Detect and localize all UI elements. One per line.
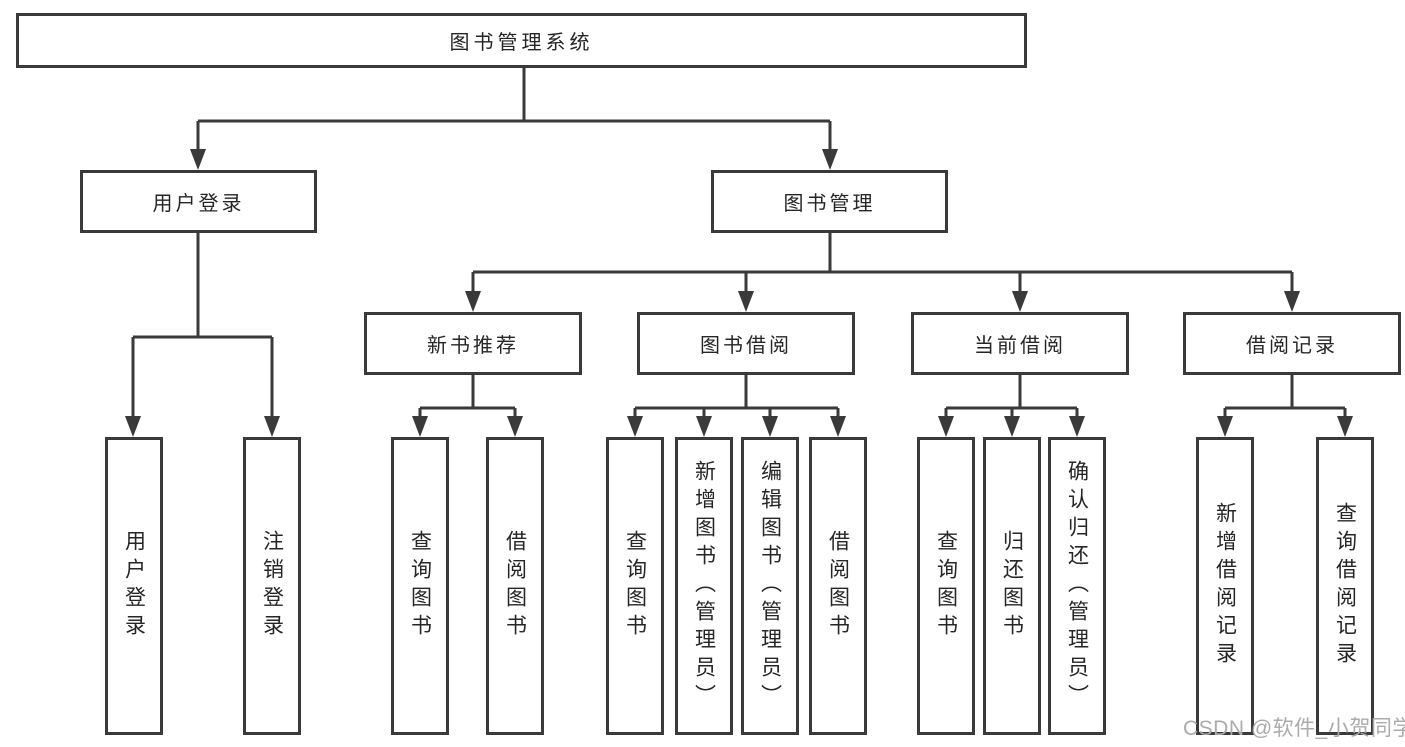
node-borrowing-records: 借阅记录	[1183, 312, 1401, 375]
arrow-icon	[1337, 416, 1353, 437]
leaf-label: 新增借阅记录	[1213, 502, 1237, 670]
connector-user-login-to-leaves	[131, 233, 274, 417]
node-library-management-system: 图书管理系统	[16, 13, 1027, 68]
node-book-management: 图书管理	[711, 170, 948, 233]
leaf-label: 用户登录	[122, 530, 146, 642]
leaf-label: 查询图书	[934, 530, 958, 642]
arrow-icon	[507, 416, 523, 437]
arrow-icon	[830, 416, 846, 437]
arrow-icon	[1004, 416, 1020, 437]
arrow-icon	[938, 416, 954, 437]
arrow-icon	[1012, 291, 1028, 312]
connector-current-borrowing-to-leaves	[944, 375, 1079, 417]
arrow-icon	[264, 416, 280, 437]
leaf-borrow-books-recommend: 借阅图书	[486, 437, 544, 735]
connector-book-management-to-level3	[471, 233, 1294, 293]
connector-book-borrowing-to-leaves	[633, 375, 840, 417]
leaf-label: 查询图书	[408, 530, 432, 642]
leaf-label: 查询借阅记录	[1333, 502, 1357, 670]
arrow-icon	[412, 416, 428, 437]
leaf-edit-books-admin: 编辑图书（管理员）	[741, 437, 799, 735]
leaf-confirm-return-admin: 确认归还（管理员）	[1048, 437, 1106, 735]
arrow-icon	[1069, 416, 1085, 437]
leaf-label: 确认归还（管理员）	[1065, 460, 1089, 712]
connector-new-book-recommend-to-leaves	[418, 375, 517, 417]
leaf-query-books-borrowing: 查询图书	[606, 437, 664, 735]
node-book-borrowing: 图书借阅	[637, 312, 855, 375]
node-current-borrowing: 当前借阅	[911, 312, 1129, 375]
leaf-label: 新增图书（管理员）	[692, 460, 716, 712]
leaf-user-login: 用户登录	[105, 437, 163, 735]
arrowheads	[125, 149, 1353, 437]
leaf-add-books-admin: 新增图书（管理员）	[675, 437, 733, 735]
arrow-icon	[190, 149, 206, 170]
watermark: CSDN @软件_小贺同学	[1183, 717, 1405, 740]
arrow-icon	[465, 291, 481, 312]
leaf-label: 注销登录	[260, 530, 284, 642]
arrow-icon	[627, 416, 643, 437]
leaf-label: 借阅图书	[826, 530, 850, 642]
leaf-query-books-current: 查询图书	[917, 437, 975, 735]
arrow-icon	[1217, 416, 1233, 437]
connector-root-to-level2	[196, 68, 832, 150]
leaf-query-books-recommend: 查询图书	[391, 437, 449, 735]
arrow-icon	[822, 149, 838, 170]
arrow-icon	[738, 291, 754, 312]
node-new-book-recommend: 新书推荐	[364, 312, 582, 375]
leaf-label: 查询图书	[623, 530, 647, 642]
arrow-icon	[1284, 291, 1300, 312]
leaf-label: 归还图书	[1000, 530, 1024, 642]
leaf-add-borrow-record: 新增借阅记录	[1196, 437, 1254, 735]
arrow-icon	[762, 416, 778, 437]
leaf-logout: 注销登录	[243, 437, 301, 735]
leaf-label: 编辑图书（管理员）	[758, 460, 782, 712]
leaf-query-borrow-record: 查询借阅记录	[1316, 437, 1374, 735]
node-user-login: 用户登录	[80, 170, 317, 233]
leaf-borrow-books-borrowing: 借阅图书	[809, 437, 867, 735]
leaf-label: 借阅图书	[503, 530, 527, 642]
leaf-return-books: 归还图书	[983, 437, 1041, 735]
arrow-icon	[696, 416, 712, 437]
arrow-icon	[125, 416, 141, 437]
connector-borrowing-records-to-leaves	[1223, 375, 1347, 417]
